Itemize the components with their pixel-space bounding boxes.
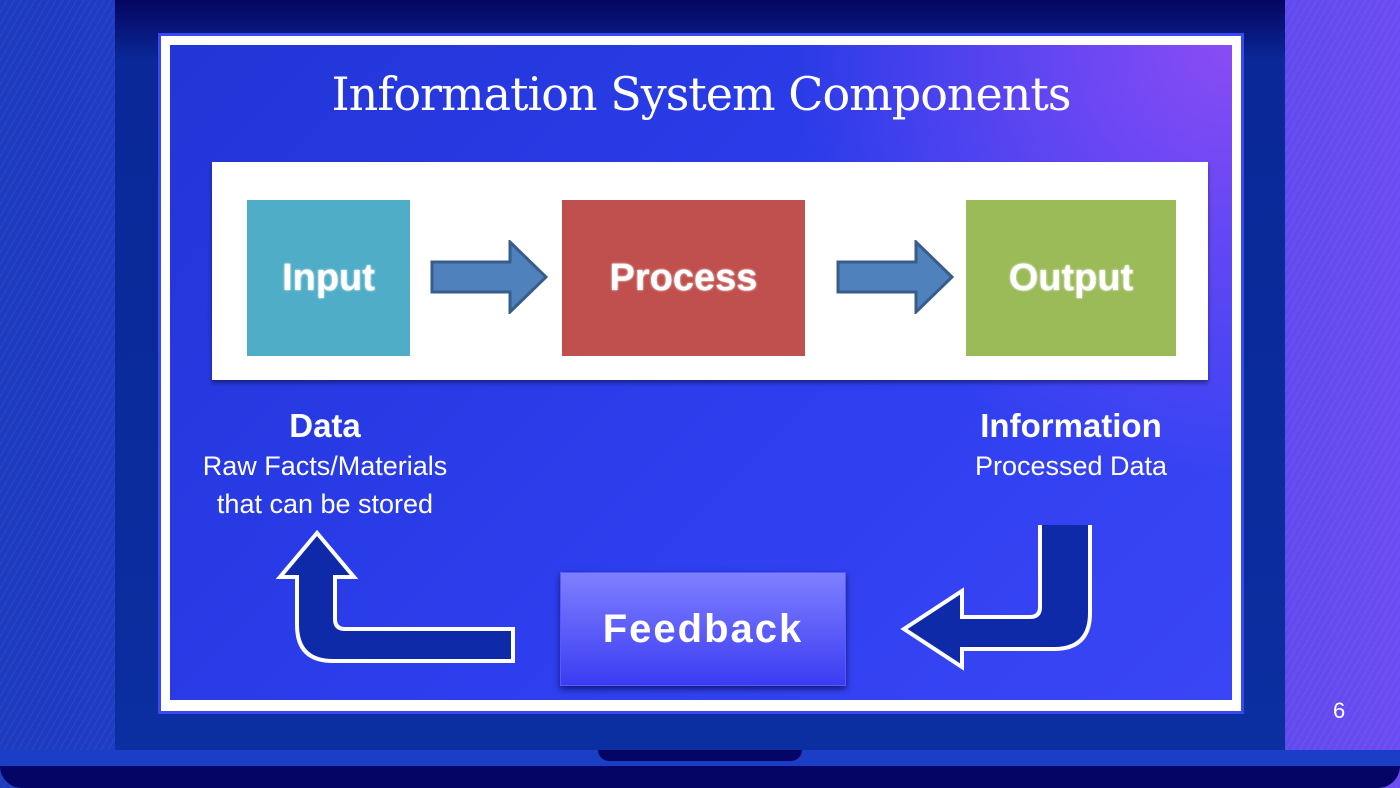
data-line2: that can be stored xyxy=(216,489,434,519)
laptop-notch xyxy=(598,750,802,761)
slide-title: Information System Components xyxy=(331,67,1072,121)
data-line1: Raw Facts/Materials xyxy=(202,451,448,481)
process-box: Process xyxy=(562,200,805,356)
curved-arrow-up-icon xyxy=(275,529,515,663)
information-line1: Processed Data xyxy=(974,451,1168,481)
feedback-box: Feedback xyxy=(560,572,846,686)
data-heading: Data xyxy=(289,407,361,444)
slide-image-frame: Information System Components Input Proc… xyxy=(158,33,1244,714)
flow-panel: Input Process Output xyxy=(212,162,1208,380)
page-number: 6 xyxy=(1333,698,1346,723)
arrow-right-icon xyxy=(836,240,955,314)
information-label: Information Processed Data xyxy=(930,407,1212,485)
curved-arrow-left-icon xyxy=(900,525,1092,671)
laptop-base-bottom xyxy=(0,766,1400,788)
data-label: Data Raw Facts/Materials that can be sto… xyxy=(170,407,480,523)
output-box: Output xyxy=(966,200,1176,356)
arrow-right-icon xyxy=(430,240,549,314)
information-heading: Information xyxy=(980,407,1162,444)
diagram-image: Information System Components Input Proc… xyxy=(170,45,1232,700)
input-box: Input xyxy=(247,200,410,356)
